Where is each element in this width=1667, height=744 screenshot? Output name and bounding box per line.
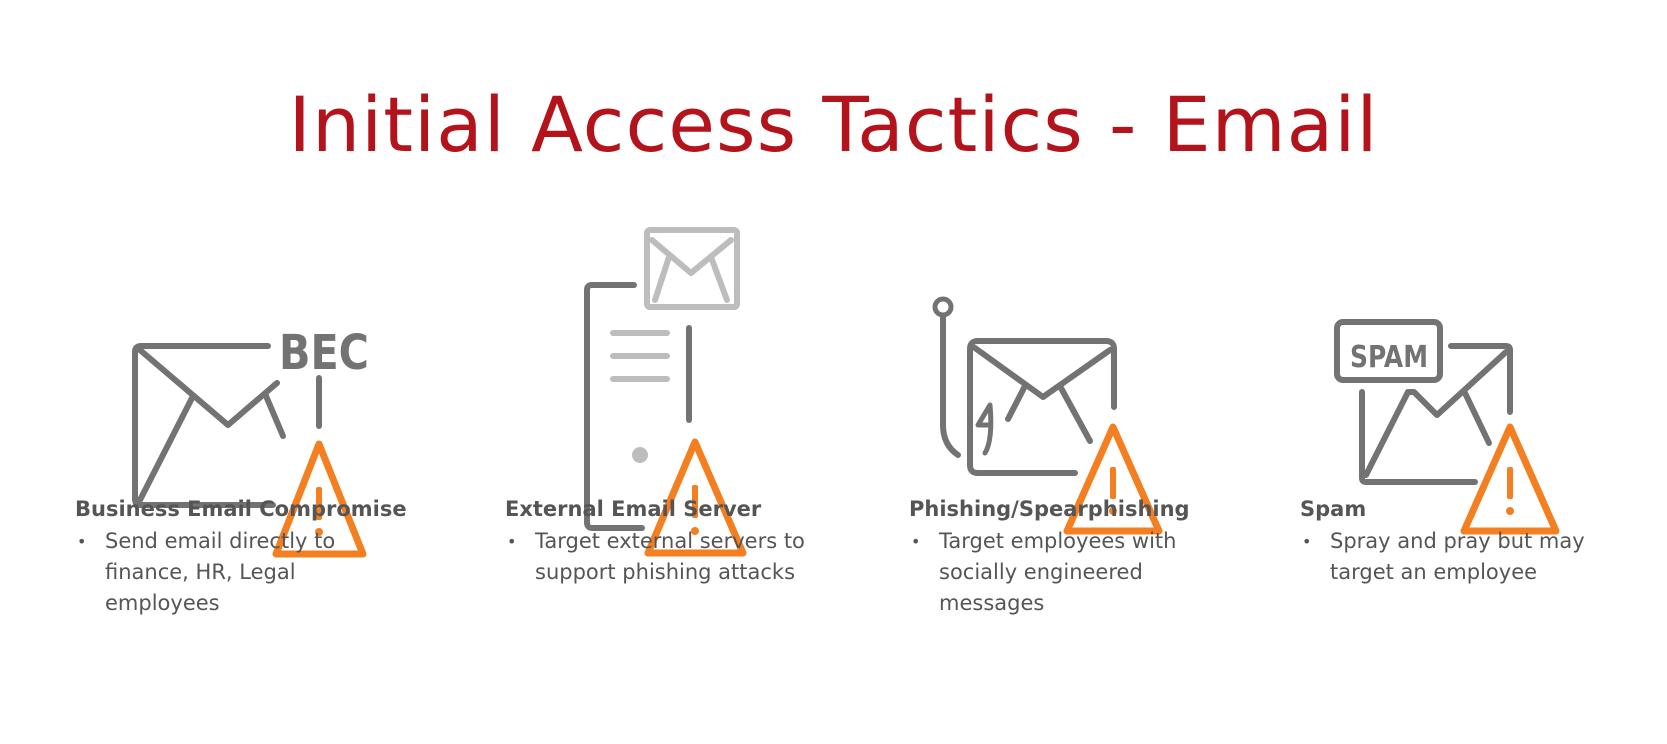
tactic-bullet: Send email directly to finance, HR, Lega…: [75, 526, 465, 619]
tactic-heading: Spam: [1300, 497, 1367, 521]
bec-envelope-warning-icon: BEC: [132, 325, 369, 558]
bullet-text: Spray and pray but may target an employe…: [1330, 529, 1585, 584]
page-title: Initial Access Tactics - Email: [288, 80, 1379, 169]
tactic-heading: Phishing/Spearphishing: [909, 497, 1190, 521]
bullet-text: Target employees with socially engineere…: [939, 529, 1177, 615]
small-envelope-icon: [644, 227, 740, 310]
bullet-text: Send email directly to finance, HR, Lega…: [105, 529, 336, 615]
bullet-text: Target external servers to support phish…: [535, 529, 805, 584]
tactic-heading: Business Email Compromise: [75, 497, 407, 521]
tactic-bullet: Target employees with socially engineere…: [909, 526, 1289, 619]
tactic-bullet: Target external servers to support phish…: [505, 526, 885, 588]
tactic-phishing-spearphishing: Phishing/Spearphishing Target employees …: [909, 494, 1289, 619]
tactic-spam: Spam Spray and pray but may target an em…: [1300, 494, 1630, 588]
tactic-business-email-compromise: Business Email Compromise Send email dir…: [75, 494, 465, 619]
tactic-bullet: Spray and pray but may target an employe…: [1300, 526, 1630, 588]
tactic-heading: External Email Server: [505, 497, 762, 521]
bec-label: BEC: [279, 325, 369, 381]
tactic-external-email-server: External Email Server Target external se…: [505, 494, 885, 588]
spam-label: SPAM: [1350, 340, 1428, 375]
